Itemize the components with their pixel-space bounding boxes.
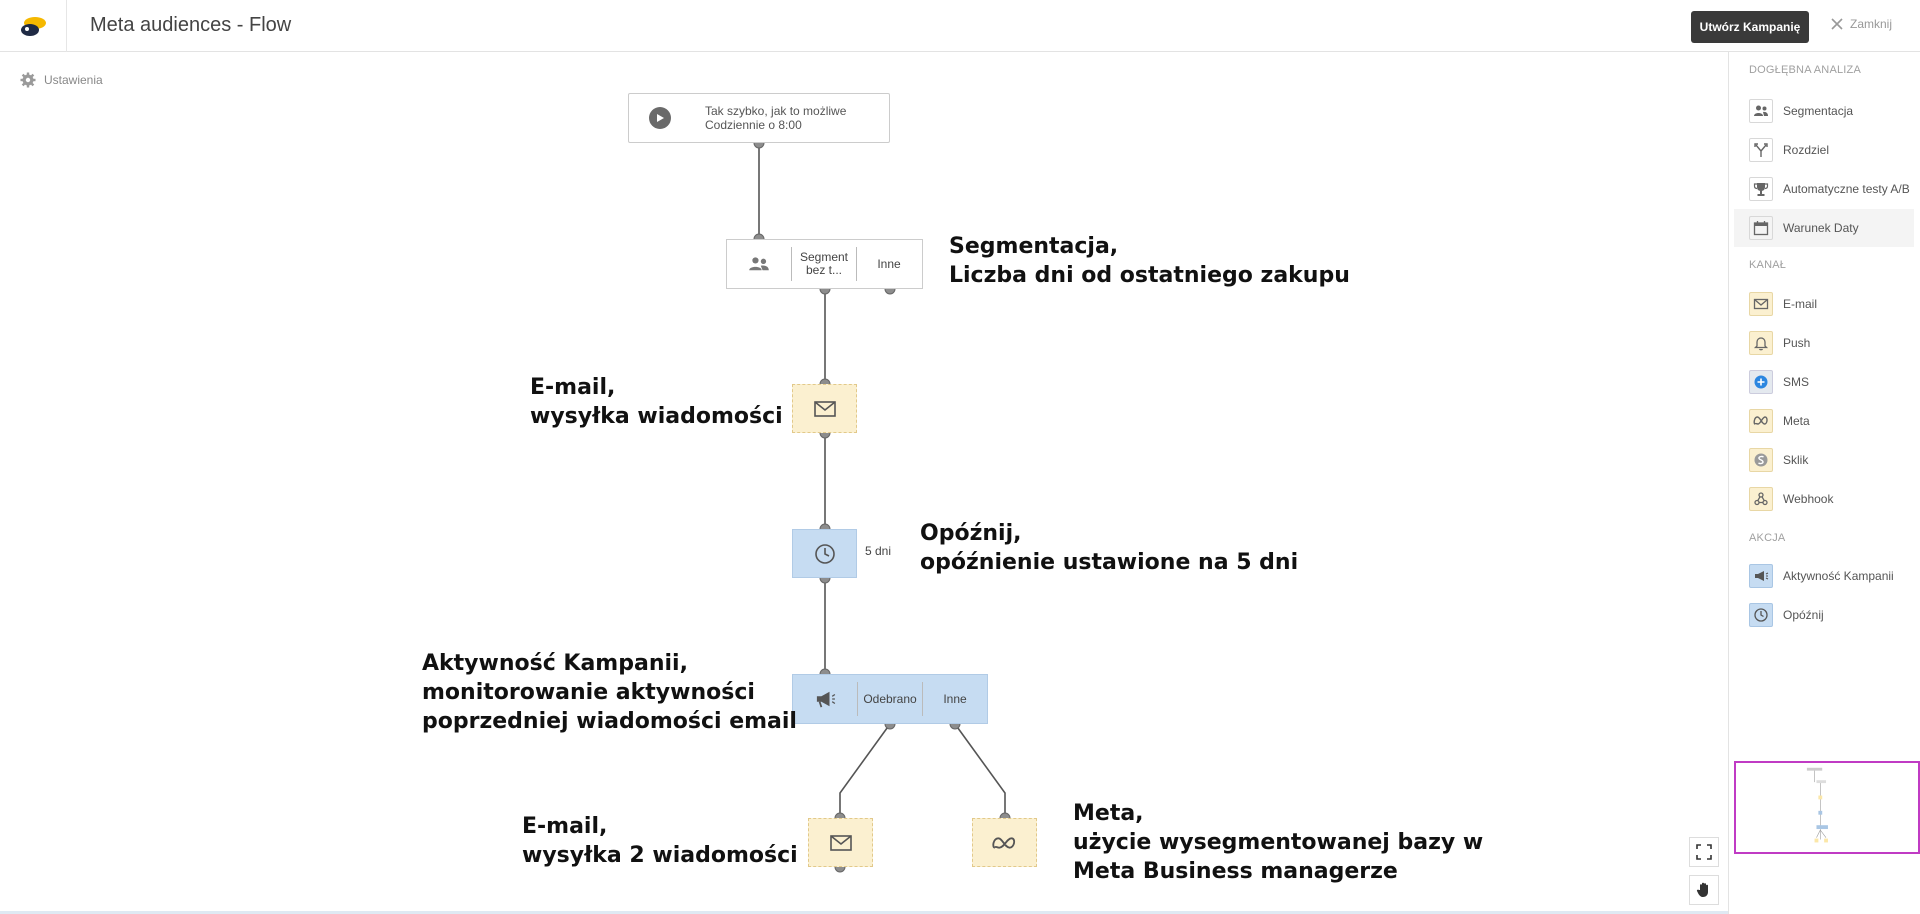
sidebar-item-webhook[interactable]: Webhook — [1734, 480, 1914, 518]
segment-people-icon — [727, 240, 791, 288]
sidebar-item-label: Rozdziel — [1783, 143, 1830, 157]
sidebar-item-label: SMS — [1783, 375, 1810, 389]
segment-branch-other[interactable]: Inne — [877, 256, 901, 271]
activity-branch-other[interactable]: Inne — [943, 691, 967, 706]
logo-icon — [21, 17, 46, 36]
sidebar-item-meta[interactable]: Meta — [1734, 402, 1914, 440]
sidebar-item-label: Meta — [1783, 414, 1810, 428]
meta-node[interactable] — [972, 818, 1037, 867]
close-button[interactable]: Zamknij — [1830, 17, 1892, 31]
sidebar-item-label: Push — [1783, 336, 1811, 350]
email-node-2[interactable] — [808, 818, 873, 867]
hand-icon — [1696, 882, 1708, 897]
canvas-bottom-bar — [0, 911, 1728, 914]
annotation-email-2: E-mail, wysyłka 2 wiadomości — [522, 814, 798, 868]
gear-icon — [20, 72, 36, 88]
sidebar-item-label: Sklik — [1783, 453, 1809, 467]
fullscreen-button[interactable] — [1689, 837, 1719, 867]
clock-icon — [1749, 603, 1773, 627]
megaphone-icon — [793, 675, 857, 723]
minimap-preview — [1806, 767, 1828, 843]
segment-separator — [791, 247, 792, 281]
sidebar-item-delay[interactable]: Opóźnij — [1734, 596, 1914, 634]
close-icon — [1831, 18, 1843, 30]
annotation-activity: Aktywność Kampanii, monitorowanie aktywn… — [422, 651, 797, 734]
delay-node[interactable] — [792, 529, 857, 578]
create-campaign-button[interactable]: Utwórz Kampanię — [1691, 11, 1809, 43]
sidebar-item-label: Aktywność Kampanii — [1783, 569, 1894, 583]
trophy-icon — [1749, 177, 1773, 201]
campaign-activity-node[interactable]: Odebrano Inne — [792, 674, 988, 724]
segment-separator — [856, 247, 857, 281]
sidebar-item-label: Warunek Daty — [1783, 221, 1859, 235]
sidebar-item-push[interactable]: Push — [1734, 324, 1914, 362]
segmentation-node[interactable]: Segment bez t... Inne — [726, 239, 923, 289]
pan-hand-button[interactable] — [1689, 875, 1719, 905]
fullscreen-icon — [1696, 844, 1712, 860]
delay-duration-label: 5 dni — [865, 544, 892, 558]
section-channel: KANAŁ — [1749, 259, 1787, 271]
annotation-meta: Meta, użycie wysegmentowanej bazy w Meta… — [1073, 801, 1484, 884]
trigger-line1: Tak szybko, jak to możliwe — [705, 104, 847, 118]
sidebar-item-label: Automatyczne testy A/B — [1783, 182, 1910, 196]
envelope-icon — [829, 834, 852, 851]
meta-icon — [991, 836, 1015, 849]
minimap[interactable] — [1734, 761, 1920, 854]
flow-canvas[interactable]: Tak szybko, jak to możliwe Codziennie o … — [0, 52, 1728, 914]
topbar-divider — [66, 0, 67, 52]
sidebar-item-label: Webhook — [1783, 492, 1834, 506]
sidebar-item-segmentation[interactable]: Segmentacja — [1734, 92, 1914, 130]
webhook-icon — [1749, 487, 1773, 511]
sidebar-item-sklik[interactable]: Sklik — [1734, 441, 1914, 479]
sidebar-item-ab-tests[interactable]: Automatyczne testy A/B — [1734, 170, 1914, 208]
envelope-icon — [1749, 292, 1773, 316]
segment-branch-1[interactable]: Segment bez t... — [799, 250, 849, 277]
settings-label: Ustawienia — [44, 73, 103, 87]
sidebar-item-label: E-mail — [1783, 297, 1818, 311]
sidebar-item-split[interactable]: Rozdziel — [1734, 131, 1914, 169]
sidebar-item-sms[interactable]: SMS — [1734, 363, 1914, 401]
trigger-line2: Codziennie o 8:00 — [705, 118, 802, 132]
sidebar-item-label: Segmentacja — [1783, 104, 1854, 118]
top-bar: Meta audiences - Flow Utwórz Kampanię Za… — [0, 0, 1920, 52]
annotation-email-1: E-mail, wysyłka wiadomości — [530, 375, 783, 429]
sidebar-item-campaign-activity[interactable]: Aktywność Kampanii — [1734, 557, 1914, 595]
activity-separator — [857, 682, 858, 716]
clock-icon — [814, 543, 835, 564]
email-node-1[interactable] — [792, 384, 857, 433]
sms-icon — [1749, 370, 1773, 394]
annotation-delay: Opóźnij, opóźnienie ustawione na 5 dni — [920, 521, 1299, 575]
people-icon — [1749, 99, 1773, 123]
meta-icon — [1749, 409, 1773, 433]
megaphone-icon — [1749, 564, 1773, 588]
sidebar-item-date-condition[interactable]: Warunek Daty — [1734, 209, 1914, 247]
section-action: AKCJA — [1749, 532, 1786, 544]
trigger-node[interactable]: Tak szybko, jak to możliwe Codziennie o … — [628, 93, 890, 143]
annotation-segmentation: Segmentacja, Liczba dni od ostatniego za… — [949, 234, 1350, 288]
settings-link[interactable]: Ustawienia — [20, 72, 103, 88]
flow-connectors — [753, 137, 1011, 873]
play-icon — [649, 107, 671, 129]
page-title: Meta audiences - Flow — [90, 14, 292, 36]
sidebar-item-email[interactable]: E-mail — [1734, 285, 1914, 323]
envelope-icon — [813, 400, 836, 417]
activity-branch-received[interactable]: Odebrano — [863, 691, 917, 706]
bell-icon — [1749, 331, 1773, 355]
calendar-icon — [1749, 216, 1773, 240]
sklik-icon — [1749, 448, 1773, 472]
sidebar-item-label: Opóźnij — [1783, 608, 1824, 622]
close-label: Zamknij — [1850, 17, 1893, 31]
split-icon — [1749, 138, 1773, 162]
section-analysis: DOGŁĘBNA ANALIZA — [1749, 64, 1862, 76]
activity-separator — [922, 682, 923, 716]
